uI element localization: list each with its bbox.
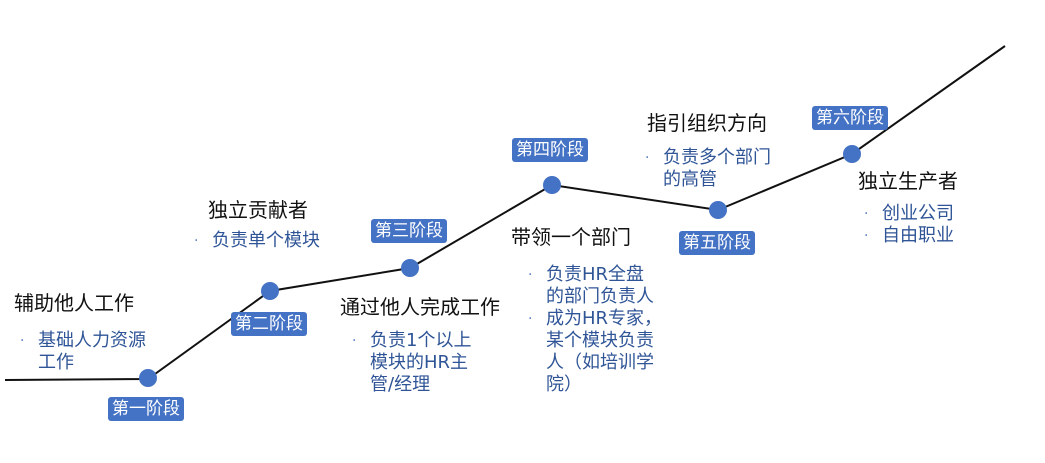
stage-4-bullet-1: ·负责HR全盘 的部门负责人 (528, 264, 654, 307)
stage-3-bullets: ·负责1个以上 模块的HR主 管/经理 (352, 330, 471, 396)
stage-6-badge: 第六阶段 (812, 106, 888, 130)
stage-4-node (543, 176, 561, 194)
stage-2-bullets: ·负责单个模块 (194, 230, 320, 252)
stage-4-bullet-2-text: 成为HR专家， 某个模块负责 人（如培训学 院） (546, 308, 663, 395)
stage-3-badge: 第三阶段 (371, 219, 447, 243)
stage-6-bullets: ·创业公司 ·自由职业 (864, 203, 954, 247)
stage-1-bullet-1: ·基础人力资源 工作 (20, 330, 146, 373)
stage-3-title: 通过他人完成工作 (340, 295, 500, 319)
stage-1-title: 辅助他人工作 (14, 291, 134, 315)
stage-4-badge: 第四阶段 (512, 138, 588, 162)
stage-5-bullet-1-text: 负责多个部门 的高管 (663, 147, 771, 190)
stage-2-bullet-1: ·负责单个模块 (194, 230, 320, 251)
stage-1-badge: 第一阶段 (108, 397, 184, 421)
stage-6-bullet-2: ·自由职业 (864, 225, 954, 246)
stage-2-title: 独立贡献者 (208, 198, 308, 222)
career-path-line (4, 45, 1006, 381)
stage-5-title: 指引组织方向 (647, 111, 767, 135)
stage-1-node (139, 369, 157, 387)
stage-1-bullets: ·基础人力资源 工作 (20, 330, 146, 374)
stage-6-bullet-1: ·创业公司 (864, 203, 954, 224)
stage-5-badge: 第五阶段 (679, 231, 755, 255)
stage-6-title: 独立生产者 (858, 169, 958, 193)
stage-3-bullet-1: ·负责1个以上 模块的HR主 管/经理 (352, 330, 472, 395)
stage-6-node (843, 145, 861, 163)
stage-4-bullet-1-text: 负责HR全盘 的部门负责人 (546, 264, 654, 307)
stage-4-title: 带领一个部门 (511, 225, 631, 249)
stage-2-node (261, 282, 279, 300)
stage-3-bullet-1-text: 负责1个以上 模块的HR主 管/经理 (370, 330, 472, 395)
stage-2-badge: 第二阶段 (231, 312, 307, 336)
stage-2-bullet-1-text: 负责单个模块 (212, 230, 320, 251)
stage-6-bullet-2-text: 自由职业 (882, 225, 954, 246)
stage-1-bullet-1-text: 基础人力资源 工作 (38, 330, 146, 373)
stage-5-node (709, 201, 727, 219)
stage-6-bullet-1-text: 创业公司 (882, 203, 954, 224)
stage-4-bullet-2: ·成为HR专家， 某个模块负责 人（如培训学 院） (528, 308, 663, 395)
stage-5-bullet-1: ·负责多个部门 的高管 (645, 147, 771, 190)
stage-5-bullets: ·负责多个部门 的高管 (645, 147, 771, 191)
stage-4-bullets: ·负责HR全盘 的部门负责人 ·成为HR专家， 某个模块负责 人（如培训学 院） (528, 264, 662, 396)
stage-3-node (401, 259, 419, 277)
